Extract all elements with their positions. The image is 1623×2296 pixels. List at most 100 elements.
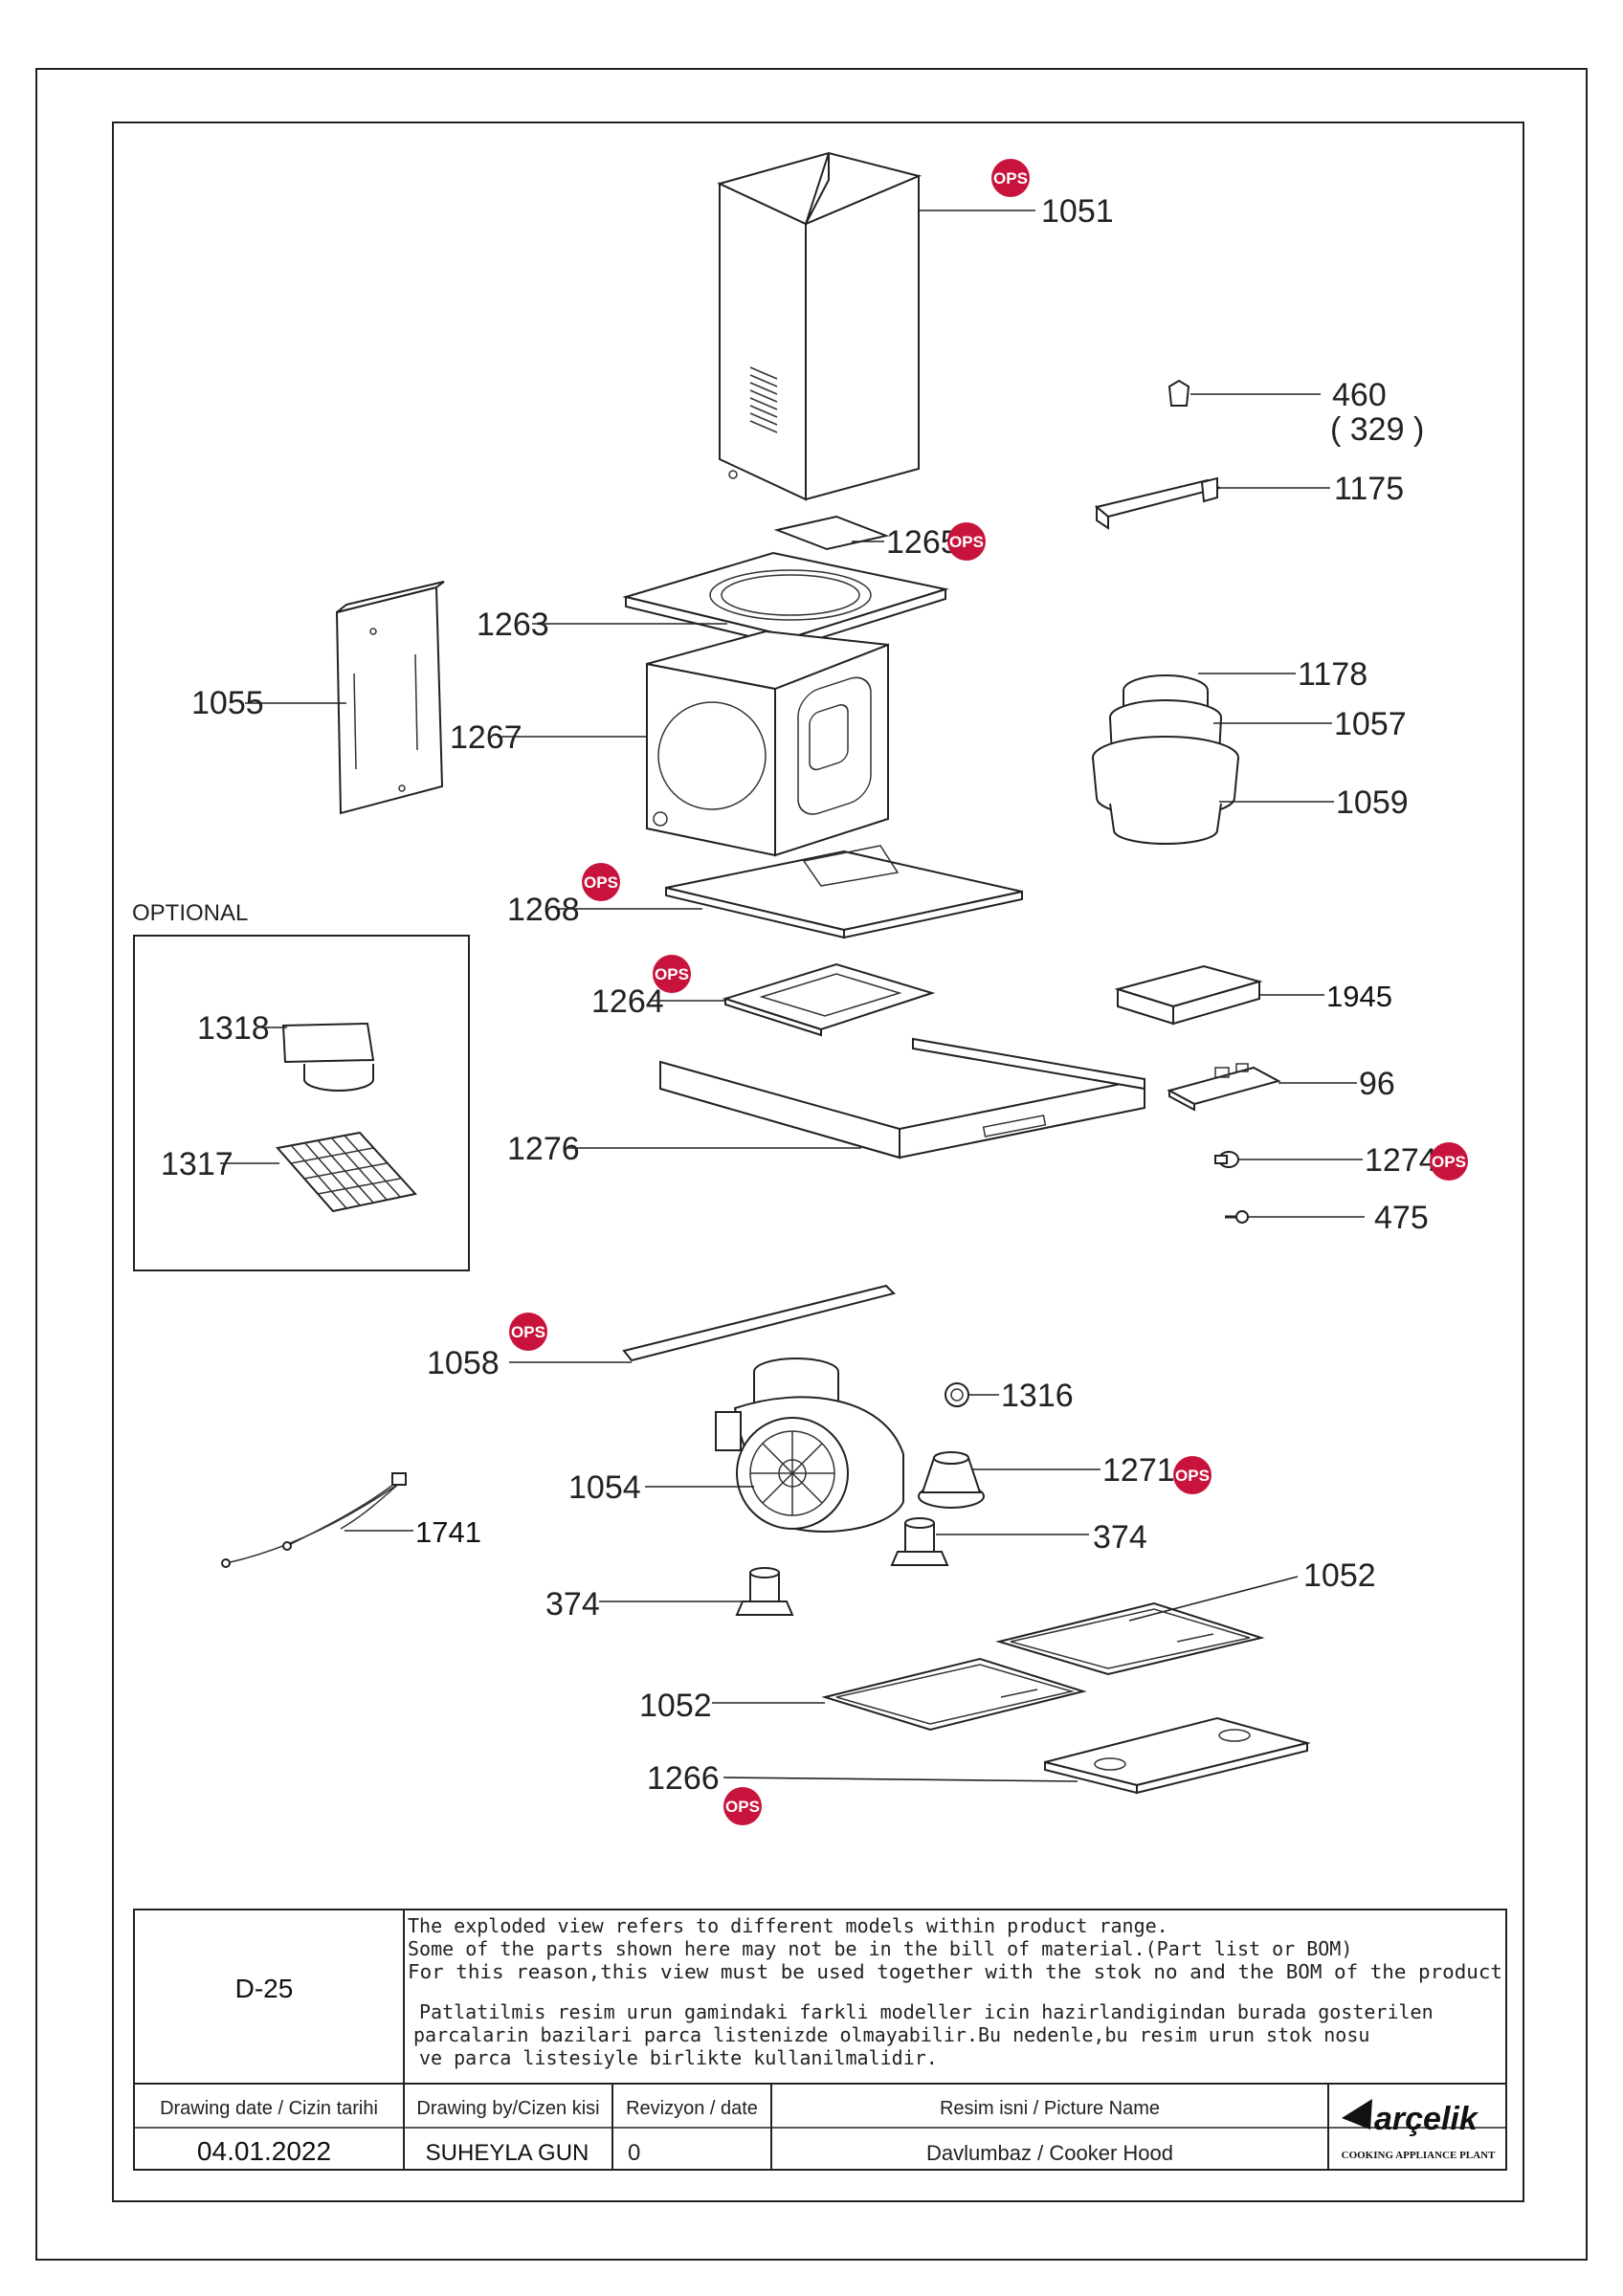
svg-text:OPS: OPS bbox=[1432, 1153, 1466, 1171]
callout-1059: 1059 bbox=[1336, 784, 1409, 821]
part-1266-cover bbox=[1044, 1716, 1311, 1795]
ops-badge-1266: OPS bbox=[723, 1787, 762, 1825]
brand-logo: arçelik COOKING APPLIANCE PLANT bbox=[1342, 2099, 1496, 2161]
ops-badge-1264: OPS bbox=[653, 955, 691, 993]
part-1271-mount bbox=[918, 1451, 985, 1509]
note-en-1: The exploded view refers to different mo… bbox=[408, 1914, 1168, 1937]
part-1317-filter-grid bbox=[276, 1131, 417, 1213]
plant-name: COOKING APPLIANCE PLANT bbox=[1342, 2150, 1496, 2161]
part-1945-tray bbox=[1114, 964, 1263, 1026]
part-1274-button bbox=[1214, 1151, 1239, 1168]
svg-text:OPS: OPS bbox=[1175, 1467, 1210, 1485]
part-475-screw bbox=[1225, 1210, 1249, 1224]
note-tr-1: Patlatilmis resim urun gamindaki farkli … bbox=[419, 2000, 1434, 2023]
svg-text:OPS: OPS bbox=[949, 533, 984, 551]
ops-badge-1274: OPS bbox=[1430, 1142, 1468, 1181]
callout-1741: 1741 bbox=[415, 1515, 481, 1549]
callout-374a: 374 bbox=[1093, 1519, 1147, 1556]
callout-1276: 1276 bbox=[507, 1131, 580, 1167]
date-header: Drawing date / Cizin tarihi bbox=[160, 2098, 378, 2119]
part-96-pcb bbox=[1167, 1063, 1281, 1112]
callout-1058: 1058 bbox=[427, 1345, 500, 1381]
callout-1268: 1268 bbox=[507, 892, 580, 928]
callout-1052b: 1052 bbox=[639, 1688, 712, 1724]
callout-374b: 374 bbox=[545, 1586, 600, 1623]
optional-box bbox=[133, 935, 470, 1271]
name-header: Resim isni / Picture Name bbox=[940, 2098, 1160, 2119]
title-block bbox=[133, 1909, 1507, 2171]
callout-1051: 1051 bbox=[1041, 193, 1114, 230]
optional-label: OPTIONAL bbox=[132, 900, 248, 926]
callout-1317: 1317 bbox=[161, 1146, 233, 1182]
callout-1945: 1945 bbox=[1326, 980, 1392, 1013]
part-1051-chimney bbox=[717, 151, 923, 501]
svg-text:OPS: OPS bbox=[584, 873, 618, 892]
callout-1055: 1055 bbox=[191, 685, 264, 721]
part-1276-frame bbox=[659, 1037, 1145, 1159]
callout-1316: 1316 bbox=[1001, 1378, 1074, 1414]
ops-badge-1058: OPS bbox=[509, 1313, 547, 1351]
callout-1271: 1271 bbox=[1102, 1452, 1175, 1489]
callout-1265: 1265 bbox=[886, 524, 959, 561]
callout-1054: 1054 bbox=[568, 1469, 641, 1506]
callout-460: 460 bbox=[1332, 377, 1387, 413]
callout-1178: 1178 bbox=[1298, 656, 1367, 693]
part-1265-plate bbox=[773, 515, 890, 551]
part-1741-cable bbox=[221, 1472, 407, 1568]
part-1178-1057-1059-collar bbox=[1092, 674, 1239, 845]
date-value: 04.01.2022 bbox=[197, 2136, 331, 2166]
callout-475: 475 bbox=[1374, 1200, 1429, 1236]
svg-text:OPS: OPS bbox=[993, 169, 1028, 188]
part-1175-bracket bbox=[1094, 476, 1222, 530]
svg-text:OPS: OPS bbox=[511, 1323, 545, 1341]
callout-1263: 1263 bbox=[477, 607, 549, 643]
callout-329: ( 329 ) bbox=[1330, 411, 1424, 448]
part-460-clip bbox=[1167, 379, 1190, 407]
brand-name: arçelik bbox=[1374, 2101, 1479, 2137]
leader-1052a bbox=[1128, 1576, 1299, 1622]
outer-border bbox=[35, 68, 1588, 2261]
part-1318-adapter bbox=[281, 1022, 375, 1092]
rev-header: Revizyon / date bbox=[626, 2098, 758, 2119]
inner-border bbox=[112, 121, 1524, 2202]
callout-1274: 1274 bbox=[1365, 1142, 1437, 1179]
svg-text:OPS: OPS bbox=[725, 1798, 760, 1816]
ops-badge-1051: OPS bbox=[991, 159, 1030, 197]
part-374-damper-a bbox=[890, 1517, 949, 1566]
callout-1052a: 1052 bbox=[1303, 1557, 1376, 1594]
callout-96: 96 bbox=[1359, 1066, 1395, 1102]
note-en-3: For this reason,this view must be used t… bbox=[408, 1960, 1502, 1983]
by-header: Drawing by/Cizen kisi bbox=[416, 2098, 599, 2119]
part-1052-filter-b bbox=[821, 1657, 1087, 1732]
part-1267-box bbox=[646, 629, 889, 857]
callout-1318: 1318 bbox=[197, 1010, 270, 1047]
by-value: SUHEYLA GUN bbox=[426, 2140, 589, 2166]
part-374-damper-b bbox=[735, 1567, 794, 1616]
note-tr-3: ve parca listesiyle birlikte kullanilmal… bbox=[419, 2046, 938, 2069]
note-tr-2: parcalarin bazilari parca listenizde olm… bbox=[413, 2023, 1369, 2046]
callout-1267: 1267 bbox=[450, 719, 522, 756]
part-1054-blower bbox=[715, 1358, 904, 1533]
callout-1057: 1057 bbox=[1334, 706, 1407, 742]
callout-1175: 1175 bbox=[1334, 471, 1404, 507]
drawing-code: D-25 bbox=[235, 1974, 294, 2003]
part-1268-plate bbox=[665, 845, 1023, 939]
svg-text:OPS: OPS bbox=[655, 965, 689, 983]
part-1055-side-panel bbox=[335, 581, 445, 815]
part-1264-frame bbox=[722, 962, 936, 1037]
rev-value: 0 bbox=[628, 2140, 640, 2166]
part-1058-rail bbox=[622, 1284, 896, 1362]
callout-1266: 1266 bbox=[647, 1760, 720, 1797]
part-1052-filter-a bbox=[995, 1601, 1265, 1676]
note-en-2: Some of the parts shown here may not be … bbox=[408, 1937, 1352, 1960]
name-value: Davlumbaz / Cooker Hood bbox=[926, 2141, 1173, 2165]
brand-swoosh-icon bbox=[1342, 2099, 1372, 2130]
leader-1266 bbox=[723, 1777, 1078, 1782]
ops-badge-1271: OPS bbox=[1173, 1456, 1212, 1494]
ops-badge-1265: OPS bbox=[947, 522, 986, 561]
part-1263-top-plate bbox=[622, 551, 949, 649]
part-1316-nut bbox=[945, 1382, 969, 1407]
callout-1264: 1264 bbox=[591, 983, 664, 1020]
ops-badge-1268: OPS bbox=[582, 863, 620, 901]
